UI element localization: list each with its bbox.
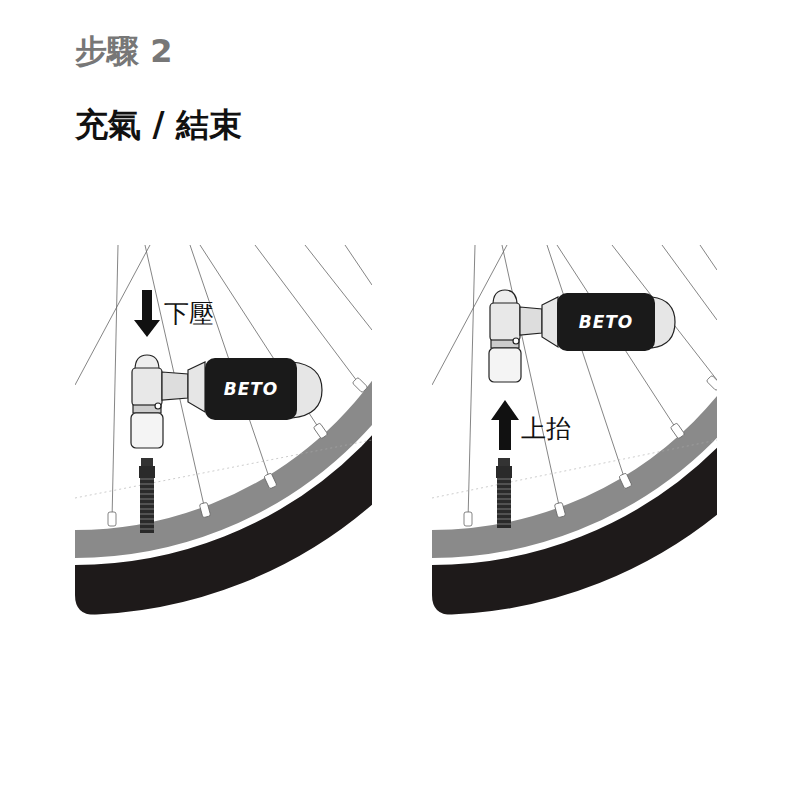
section-heading: 充氣 / 結束 (75, 103, 242, 148)
co2-canister: BETO (205, 358, 297, 420)
brand-text: BETO (579, 312, 634, 332)
step-title: 步驟 2 (75, 30, 172, 74)
action-label: 上抬 (521, 412, 571, 445)
action-label: 下壓 (164, 297, 214, 330)
co2-canister: BETO (557, 293, 655, 351)
brand-text: BETO (224, 379, 279, 399)
